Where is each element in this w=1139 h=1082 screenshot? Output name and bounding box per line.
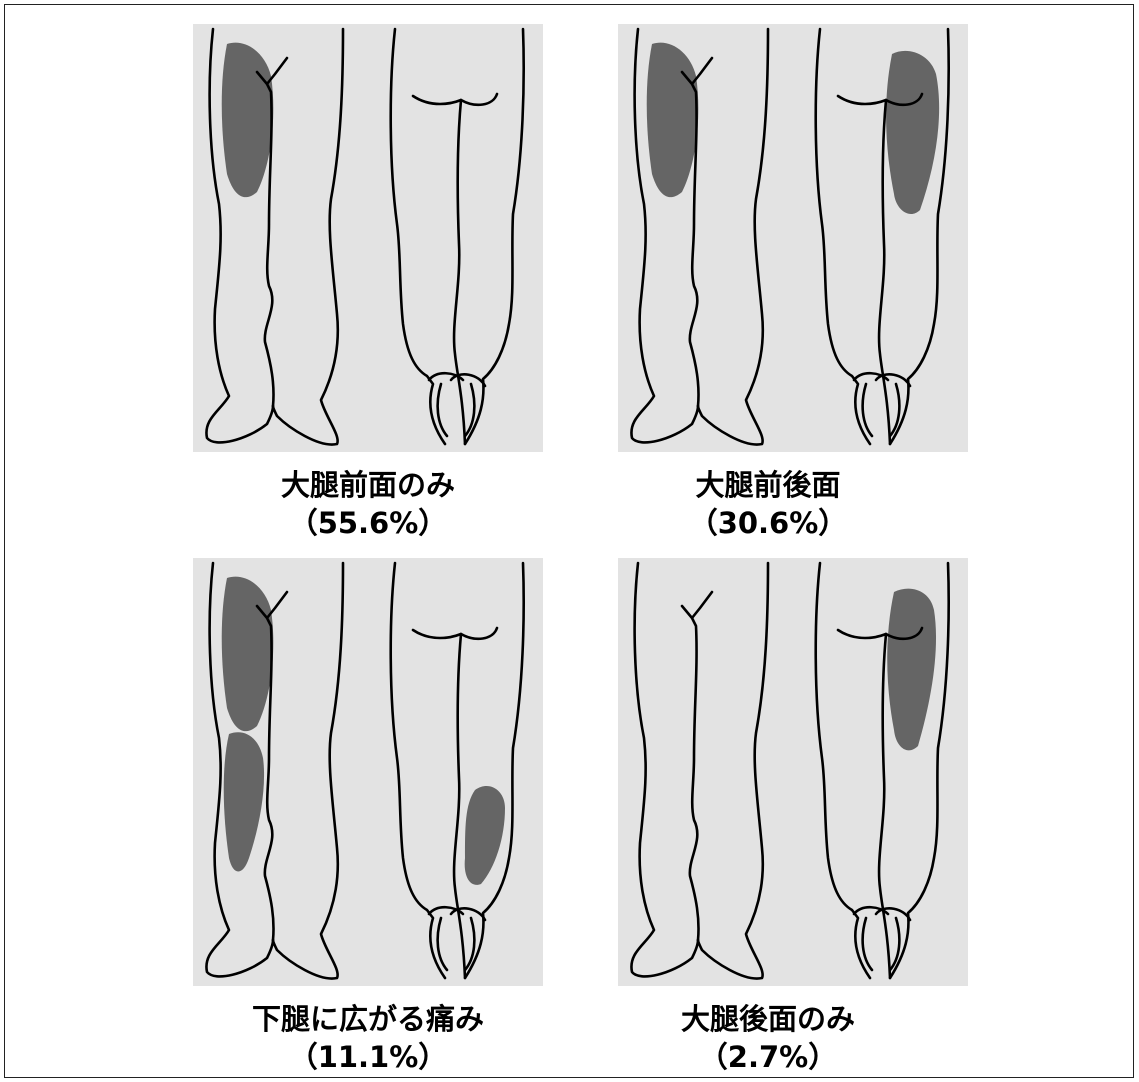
- panel-spreading-to-lower-leg: [193, 558, 543, 986]
- leg-diagram-3: [193, 558, 543, 986]
- leg-outline-stroke: [631, 563, 698, 976]
- leg-outline-stroke: [854, 373, 910, 386]
- leg-outline-stroke: [682, 592, 712, 940]
- leg-outline-stroke: [438, 918, 475, 970]
- leg-outline-stroke: [273, 563, 343, 979]
- pain-area-front-thigh: [222, 577, 274, 732]
- leg-outline-stroke: [465, 563, 524, 978]
- leg-outline-stroke: [413, 628, 497, 639]
- leg-outline-stroke: [429, 907, 485, 920]
- pain-area-front-thigh: [222, 43, 274, 198]
- leg-outline-stroke: [854, 907, 910, 920]
- leg-outline-stroke: [816, 29, 870, 444]
- pain-area-back-calf: [465, 786, 505, 885]
- pain-area-back-thigh-small: [887, 589, 936, 751]
- caption-3: 下腿に広がる痛み （11.1%）: [158, 1000, 578, 1076]
- leg-outline-stroke: [429, 373, 485, 386]
- pain-area-front-shin: [224, 732, 264, 871]
- caption-title-4: 大腿後面のみ: [681, 1002, 855, 1036]
- pain-area-front-thigh: [647, 43, 699, 198]
- caption-percent-2: （30.6%）: [558, 504, 978, 542]
- caption-title-2: 大腿前後面: [695, 468, 840, 502]
- caption-title-1: 大腿前面のみ: [281, 468, 455, 502]
- leg-outline-stroke: [465, 29, 524, 444]
- leg-outline-stroke: [454, 634, 465, 978]
- leg-outline-stroke: [413, 94, 497, 105]
- panel-thigh-anterior-only: [193, 24, 543, 452]
- caption-1: 大腿前面のみ （55.6%）: [158, 466, 578, 542]
- leg-outline-stroke: [698, 563, 768, 979]
- caption-percent-1: （55.6%）: [158, 504, 578, 542]
- caption-2: 大腿前後面 （30.6%）: [558, 466, 978, 542]
- caption-percent-4: （2.7%）: [558, 1038, 978, 1076]
- caption-percent-3: （11.1%）: [158, 1038, 578, 1076]
- panel-thigh-anterior-posterior: [618, 24, 968, 452]
- leg-outline-stroke: [698, 29, 768, 445]
- leg-outline-stroke: [391, 29, 445, 444]
- leg-outline-stroke: [816, 563, 870, 978]
- leg-outline-stroke: [454, 100, 465, 444]
- caption-4: 大腿後面のみ （2.7%）: [558, 1000, 978, 1076]
- leg-outline-stroke: [273, 29, 343, 445]
- leg-outline-stroke: [391, 563, 445, 978]
- pain-area-back-thigh: [886, 51, 939, 214]
- leg-outline-stroke: [438, 384, 475, 436]
- leg-outline-stroke: [863, 384, 900, 436]
- panel-thigh-posterior-only: [618, 558, 968, 986]
- leg-diagram-4: [618, 558, 968, 986]
- leg-diagram-2: [618, 24, 968, 452]
- leg-diagram-1: [193, 24, 543, 452]
- leg-outline-stroke: [863, 918, 900, 970]
- caption-title-3: 下腿に広がる痛み: [252, 1002, 484, 1036]
